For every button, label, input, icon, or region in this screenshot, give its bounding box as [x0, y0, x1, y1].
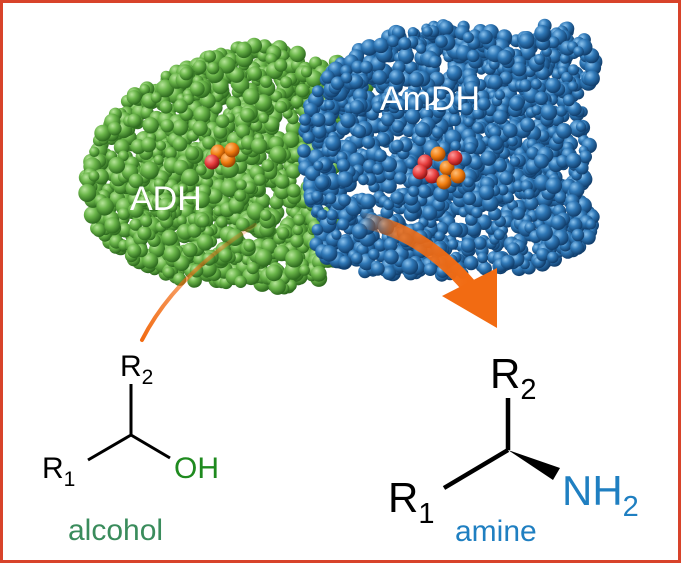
alcohol-bond-left: [87, 433, 132, 462]
amdh-arrowhead: [442, 268, 497, 328]
amine-r1-letter: R: [388, 474, 418, 521]
alcohol-bond-right: [130, 433, 171, 460]
alcohol-r2-subscript: 2: [142, 366, 154, 389]
alcohol-structure: R2 R1 OH alcohol: [42, 350, 219, 547]
amine-name: amine: [455, 515, 537, 548]
amdh-protein-structure: [297, 18, 603, 282]
amine-wedge-bond: [508, 450, 560, 480]
alcohol-r1-subscript: 1: [64, 468, 76, 491]
alcohol-oh: OH: [174, 452, 219, 485]
amine-bond-left: [442, 448, 510, 490]
amdh-label: AmDH: [380, 80, 480, 118]
amine-nh-letters: NH: [562, 467, 623, 514]
amdh-arrow: [358, 212, 475, 291]
amine-structure: R2 R1 NH2 amine: [388, 350, 639, 548]
amine-nh2: NH2: [562, 467, 639, 523]
adh-arrow: [140, 223, 257, 342]
active-site-cofactors: [204, 142, 466, 190]
alcohol-r2-letter: R: [120, 350, 142, 383]
adh-label: ADH: [130, 180, 202, 218]
alcohol-name: alcohol: [68, 514, 163, 547]
amine-r2: R2: [490, 350, 536, 406]
amine-nh-subscript: 2: [623, 491, 639, 523]
alcohol-r1-letter: R: [42, 452, 64, 485]
amine-r1: R1: [388, 474, 434, 530]
alcohol-r2: R2: [120, 350, 153, 389]
alcohol-r1: R1: [42, 452, 75, 491]
amine-r2-letter: R: [490, 350, 520, 397]
amine-r1-subscript: 1: [418, 498, 434, 530]
amine-r2-subscript: 2: [520, 374, 536, 406]
